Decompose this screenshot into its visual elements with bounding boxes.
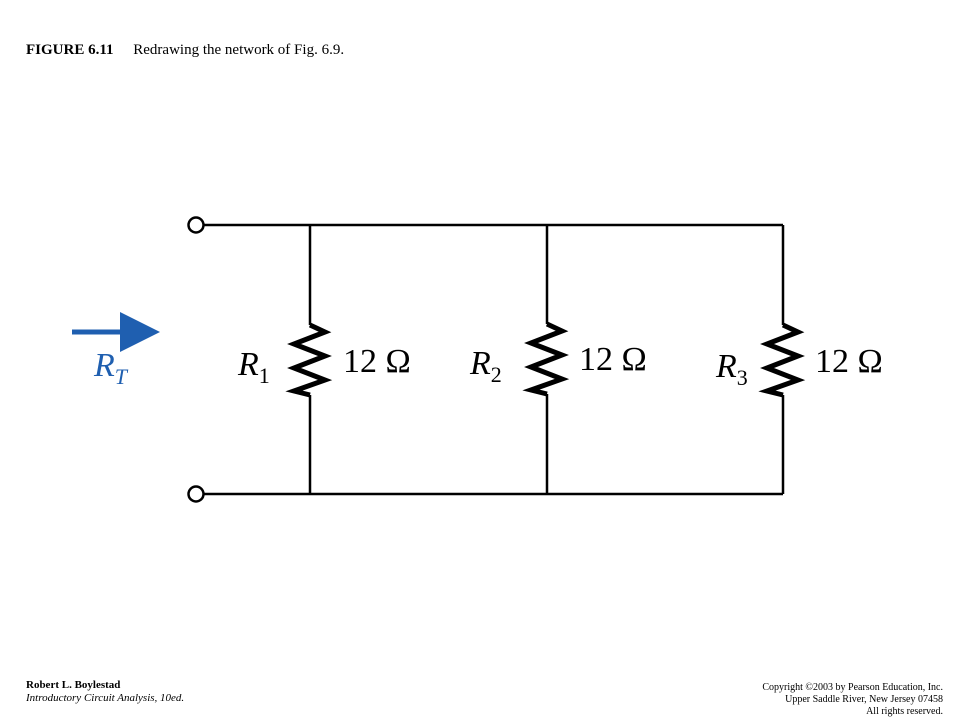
- r1-value-label: 12 Ω: [343, 343, 411, 380]
- r3-value-label: 12 Ω: [815, 343, 883, 380]
- figure-caption: FIGURE 6.11 Redrawing the network of Fig…: [26, 42, 344, 59]
- r2-subscript: 2: [491, 362, 502, 387]
- input-terminal-bottom: [187, 485, 205, 503]
- book-title: Introductory Circuit Analysis, 10ed.: [26, 692, 185, 704]
- r1-name-label: R1: [237, 346, 270, 388]
- figure-number: FIGURE 6.11: [26, 42, 114, 58]
- resistor-r2-symbol: [522, 321, 570, 397]
- resistor-r1-symbol: [285, 322, 333, 398]
- copyright-line: Copyright ©2003 by Pearson Education, In…: [762, 682, 943, 693]
- rt-label: RT: [93, 347, 129, 389]
- r3-subscript: 3: [737, 365, 748, 390]
- copyright-line: All rights reserved.: [866, 706, 943, 717]
- r2-value-label: 12 Ω: [579, 341, 647, 378]
- r2-symbol: R: [469, 345, 491, 382]
- input-terminal-top: [187, 216, 205, 234]
- author-name: Robert L. Boylestad: [26, 679, 121, 691]
- r2-name-label: R2: [469, 345, 502, 387]
- r1-symbol: R: [237, 346, 259, 383]
- figure-title: Redrawing the network of Fig. 6.9.: [133, 42, 345, 58]
- copyright-block: Copyright ©2003 by Pearson Education, In…: [762, 682, 943, 718]
- r1-subscript: 1: [259, 363, 270, 388]
- copyright-line: Upper Saddle River, New Jersey 07458: [785, 694, 943, 705]
- r3-name-label: R3: [715, 348, 748, 390]
- author-block: Robert L. Boylestad Introductory Circuit…: [26, 679, 184, 705]
- rt-subscript: T: [115, 364, 129, 389]
- resistor-r3-symbol: [758, 322, 806, 398]
- rt-symbol: R: [93, 347, 115, 384]
- r3-symbol: R: [715, 348, 737, 385]
